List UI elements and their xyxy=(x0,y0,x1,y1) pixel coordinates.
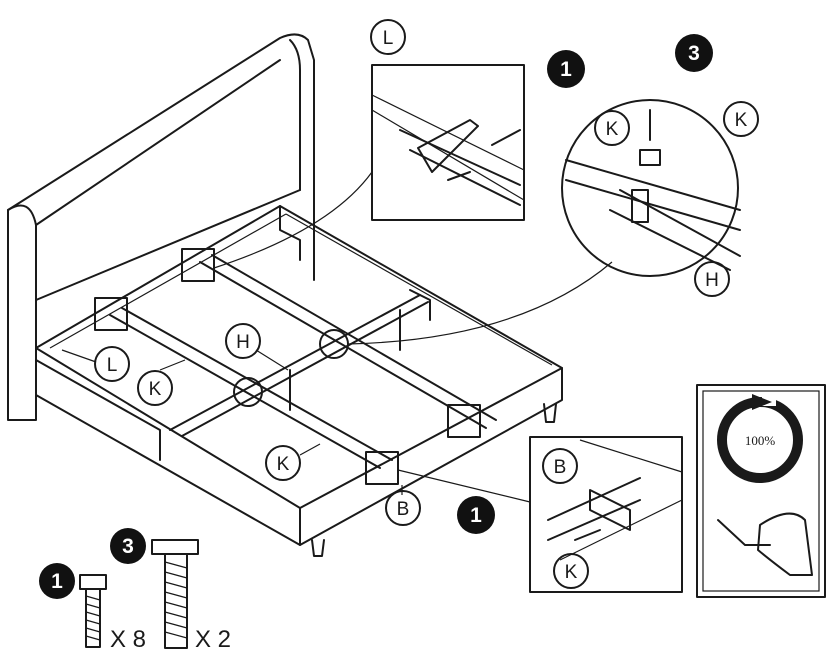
bracket-highlight-1 xyxy=(181,248,215,282)
bolt-large-step: 3 xyxy=(122,535,134,558)
svg-text:K: K xyxy=(149,379,162,400)
bracket-highlight-4 xyxy=(365,451,399,485)
bracket-highlight-2 xyxy=(94,297,128,331)
svg-text:K: K xyxy=(606,119,619,140)
step-badge-1-bottom: 1 xyxy=(457,496,495,534)
part-label-L-main: L xyxy=(94,346,130,382)
step-badge-1-top: 1 xyxy=(547,50,585,88)
hex-key-icon xyxy=(717,519,771,546)
svg-text:L: L xyxy=(383,28,394,49)
part-label-L-top: L xyxy=(370,19,406,55)
part-label-K-main-left: K xyxy=(137,370,173,406)
step-number: 3 xyxy=(688,42,700,65)
svg-text:B: B xyxy=(397,499,410,520)
bolt-icon xyxy=(85,588,101,648)
hand-icon xyxy=(757,512,813,576)
svg-text:K: K xyxy=(565,562,578,583)
hardware-list: 1 X 8 3 X 2 xyxy=(39,528,231,653)
svg-text:B: B xyxy=(554,457,567,478)
svg-text:L: L xyxy=(107,355,118,376)
side-rails xyxy=(35,205,563,557)
part-label-H-circle: H xyxy=(694,261,730,297)
part-label-K-detail: K xyxy=(553,553,589,589)
svg-text:K: K xyxy=(277,454,290,475)
part-label-K-circle-right: K xyxy=(723,101,759,137)
bracket-highlight-3 xyxy=(447,404,481,438)
part-label-K-main-bottom: K xyxy=(265,445,301,481)
tightening-panel: 100% xyxy=(696,384,826,598)
part-label-B-main: B xyxy=(385,490,421,526)
detail-bracket-L xyxy=(371,64,525,221)
part-label-K-circle-left: K xyxy=(594,110,630,146)
svg-text:K: K xyxy=(735,110,748,131)
bolt-small-step: 1 xyxy=(51,570,63,593)
step-number: 1 xyxy=(560,58,572,81)
slat-rails xyxy=(109,254,497,469)
bolt-icon xyxy=(164,553,188,649)
bolt-small: 1 X 8 xyxy=(39,563,146,653)
headboard xyxy=(7,33,315,421)
step-badge-3-top: 3 xyxy=(675,34,713,72)
detail-bracket-B xyxy=(529,436,683,593)
joint-highlight-2 xyxy=(233,377,263,407)
part-label-B-detail: B xyxy=(542,448,578,484)
bolt-large-qty: X 2 xyxy=(195,626,231,653)
detail-joint-H xyxy=(561,99,741,277)
bolt-small-qty: X 8 xyxy=(110,626,146,653)
step-number: 1 xyxy=(470,504,482,527)
percent-label: 100% xyxy=(745,433,776,448)
part-label-H-main: H xyxy=(225,323,261,359)
bolt-large: 3 X 2 xyxy=(110,528,231,653)
bed-frame-drawing xyxy=(7,33,613,557)
svg-text:H: H xyxy=(236,332,250,353)
svg-text:H: H xyxy=(705,270,719,291)
